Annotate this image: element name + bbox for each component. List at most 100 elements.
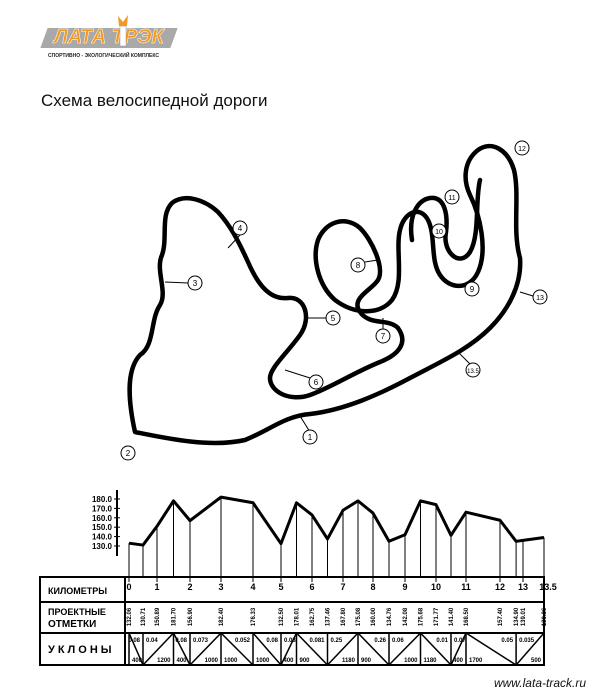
slope-grade: 0.06 bbox=[392, 638, 404, 644]
slope-diagonal bbox=[388, 632, 422, 666]
logo: ЛАТА ТРЭК СПОРТИВНО - ЭКОЛОГИЧЕСКИЙ КОМП… bbox=[40, 14, 180, 64]
slope-grade: 0.08 bbox=[175, 638, 187, 644]
y-tick-label: 150.0 bbox=[92, 523, 113, 532]
website-url[interactable]: www.lata-track.ru bbox=[493, 676, 586, 690]
km-tick-label: 1 bbox=[154, 582, 159, 592]
slope-grade: 0.25 bbox=[331, 638, 343, 644]
elevation-value: 176.33 bbox=[251, 607, 257, 626]
slope-length: 1000 bbox=[256, 658, 270, 664]
elevation-value: 182.40 bbox=[219, 607, 225, 626]
marker-9: 9 bbox=[464, 281, 480, 297]
km-tick-label: 13.5 bbox=[539, 582, 557, 592]
elevation-value: 130.71 bbox=[141, 607, 147, 626]
slope-row-label: УКЛОНЫ bbox=[48, 644, 115, 656]
elevation-value: 175.68 bbox=[419, 607, 425, 626]
y-tick-label: 160.0 bbox=[92, 514, 113, 523]
svg-text:6: 6 bbox=[314, 378, 319, 387]
elevation-value: 160.00 bbox=[371, 607, 377, 626]
elevation-value: 141.40 bbox=[449, 607, 455, 626]
marker-1: 1 bbox=[299, 415, 318, 445]
marker-6: 6 bbox=[284, 369, 324, 390]
slope-grade: 0.073 bbox=[193, 638, 209, 644]
km-tick-label: 0 bbox=[126, 582, 131, 592]
elev-row-label-1: ПРОЕКТНЫЕ bbox=[48, 607, 106, 617]
track-map: 1 2 3 4 5 6 7 8 9 10 11 12 13 13.5 bbox=[120, 140, 548, 461]
slope-diagonal bbox=[280, 632, 298, 666]
km-tick-label: 9 bbox=[402, 582, 407, 592]
svg-text:13: 13 bbox=[536, 295, 544, 302]
slope-diagonal bbox=[465, 632, 517, 666]
track-path bbox=[127, 143, 523, 446]
slope-diagonal bbox=[252, 632, 282, 666]
elevation-value: 137.46 bbox=[326, 607, 332, 626]
slope-length: 1000 bbox=[404, 658, 418, 664]
km-tick-label: 8 bbox=[370, 582, 375, 592]
slope-grade: 0.08 bbox=[128, 638, 140, 644]
marker-11: 11 bbox=[444, 189, 460, 205]
km-tick-label: 4 bbox=[250, 582, 255, 592]
elevation-value: 150.89 bbox=[155, 607, 161, 626]
marker-4: 4 bbox=[227, 220, 248, 249]
slope-diagonal bbox=[419, 632, 452, 666]
slope-diagonal bbox=[450, 632, 467, 666]
elevation-value: 134.76 bbox=[387, 607, 393, 626]
km-tick-label: 5 bbox=[278, 582, 283, 592]
km-tick-label: 10 bbox=[431, 582, 441, 592]
km-row-label: КИЛОМЕТРЫ bbox=[48, 586, 107, 596]
elevation-value: 175.08 bbox=[356, 607, 362, 626]
svg-text:10: 10 bbox=[435, 229, 443, 236]
svg-text:4: 4 bbox=[238, 224, 243, 233]
logo-subtitle: СПОРТИВНО - ЭКОЛОГИЧЕСКИЙ КОМПЛЕКС bbox=[48, 53, 159, 59]
elevation-value: 132.50 bbox=[279, 607, 285, 626]
km-tick-label: 2 bbox=[187, 582, 192, 592]
elevation-value: 139.36 bbox=[542, 607, 548, 626]
km-tick-label: 11 bbox=[461, 582, 471, 592]
slope-grade: 0.26 bbox=[374, 638, 386, 644]
elevation-value: 139.01 bbox=[521, 607, 527, 626]
elevation-value: 178.01 bbox=[295, 607, 301, 626]
slope-diagonal bbox=[189, 632, 222, 666]
svg-text:2: 2 bbox=[126, 449, 131, 458]
elevation-value: 167.80 bbox=[341, 607, 347, 626]
svg-text:13.5: 13.5 bbox=[467, 369, 479, 375]
slope-length: 900 bbox=[300, 658, 311, 664]
slope-grade: 0.05 bbox=[501, 638, 513, 644]
marker-3: 3 bbox=[164, 275, 203, 291]
elevation-value: 156.90 bbox=[188, 607, 194, 626]
svg-text:8: 8 bbox=[356, 261, 361, 270]
elev-row-label-2: ОТМЕТКИ bbox=[48, 619, 96, 630]
svg-text:5: 5 bbox=[331, 314, 336, 323]
slope-grade: 0.04 bbox=[146, 638, 158, 644]
svg-text:11: 11 bbox=[448, 195, 455, 202]
slope-grade: 0.07 bbox=[454, 638, 466, 644]
slope-grade: 0.01 bbox=[436, 638, 448, 644]
slope-diagonal bbox=[326, 632, 359, 666]
slope-grade: 0.08 bbox=[284, 638, 296, 644]
y-tick-label: 180.0 bbox=[92, 495, 113, 504]
slope-diagonal bbox=[142, 632, 175, 666]
km-tick-label: 6 bbox=[309, 582, 314, 592]
slope-grade: 0.081 bbox=[309, 638, 325, 644]
marker-12: 12 bbox=[514, 140, 530, 156]
svg-text:12: 12 bbox=[518, 146, 526, 153]
svg-text:7: 7 bbox=[381, 332, 386, 341]
svg-text:3: 3 bbox=[193, 279, 198, 288]
marker-10: 10 bbox=[431, 223, 447, 239]
elevation-value: 162.75 bbox=[310, 607, 316, 626]
marker-13: 13 bbox=[519, 289, 548, 305]
slope-diagonal bbox=[172, 632, 191, 666]
y-tick-label: 140.0 bbox=[92, 533, 113, 542]
slope-length: 1180 bbox=[342, 658, 356, 664]
slope-grade: 0.052 bbox=[235, 638, 251, 644]
marker-7: 7 bbox=[375, 318, 391, 344]
km-tick-label: 13 bbox=[518, 582, 528, 592]
elevation-line bbox=[128, 495, 545, 547]
slope-length: 1000 bbox=[205, 658, 219, 664]
slope-diagonal bbox=[220, 632, 254, 666]
elevation-value: 142.08 bbox=[403, 607, 409, 626]
elevation-value: 157.40 bbox=[498, 607, 504, 626]
slope-length: 1200 bbox=[157, 658, 171, 664]
elevation-value: 181.70 bbox=[172, 607, 178, 626]
